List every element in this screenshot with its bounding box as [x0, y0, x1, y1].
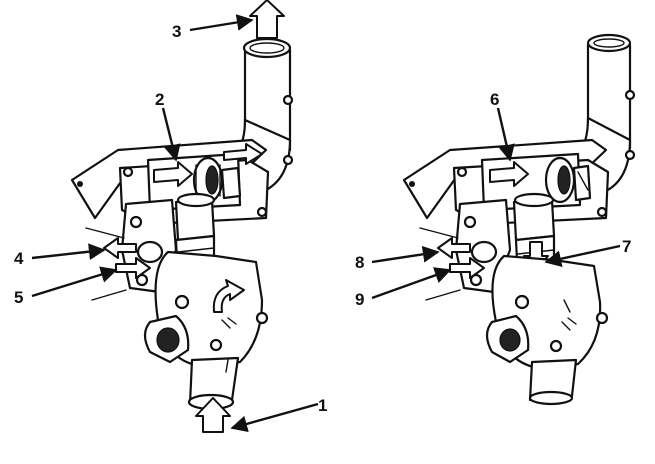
- leader-8: [371, 245, 440, 264]
- leader-2: [161, 107, 181, 162]
- leader-1: [230, 402, 319, 433]
- leader-4: [31, 243, 106, 261]
- left-housing-assembly: [70, 0, 294, 433]
- leader-lines: [31, 14, 621, 433]
- callout-6: 6: [490, 90, 499, 109]
- callout-1: 1: [318, 396, 327, 415]
- leader-7: [544, 244, 621, 268]
- callout-3: 3: [172, 22, 181, 41]
- right-housing-assembly: [402, 33, 636, 406]
- callout-5: 5: [14, 288, 23, 307]
- callout-labels: 1 2 3 4 5 6 7 8 9: [14, 22, 631, 415]
- callout-9: 9: [355, 290, 364, 309]
- callout-8: 8: [355, 253, 364, 272]
- callout-4: 4: [14, 249, 24, 268]
- callout-7: 7: [622, 237, 631, 256]
- callout-2: 2: [155, 90, 164, 109]
- leader-5: [31, 266, 118, 298]
- leader-9: [371, 267, 452, 300]
- leader-6: [496, 107, 515, 162]
- leader-3: [189, 14, 254, 32]
